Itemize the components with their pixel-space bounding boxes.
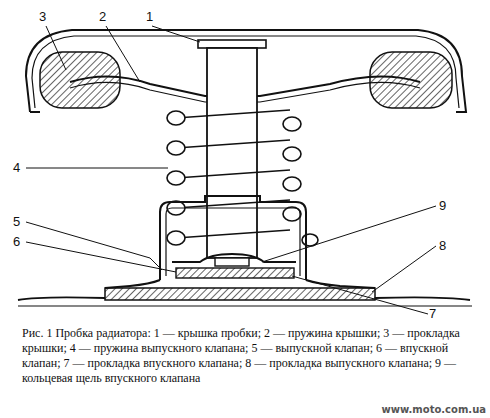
callout-number: 1 — [145, 10, 154, 23]
callout-number: 5 — [12, 215, 21, 228]
callout-number: 9 — [438, 199, 447, 212]
callout-number: 2 — [98, 10, 107, 23]
callout-number: 8 — [438, 239, 447, 252]
callout-number: 4 — [12, 161, 21, 174]
callout-number: 6 — [12, 235, 21, 248]
figure-caption: Рис. 1 Пробка радиатора: 1 — крышка проб… — [22, 326, 470, 386]
callout-number: 7 — [428, 307, 437, 320]
callout-number: 3 — [38, 10, 47, 23]
watermark: www.moto.com.ua — [382, 404, 487, 415]
